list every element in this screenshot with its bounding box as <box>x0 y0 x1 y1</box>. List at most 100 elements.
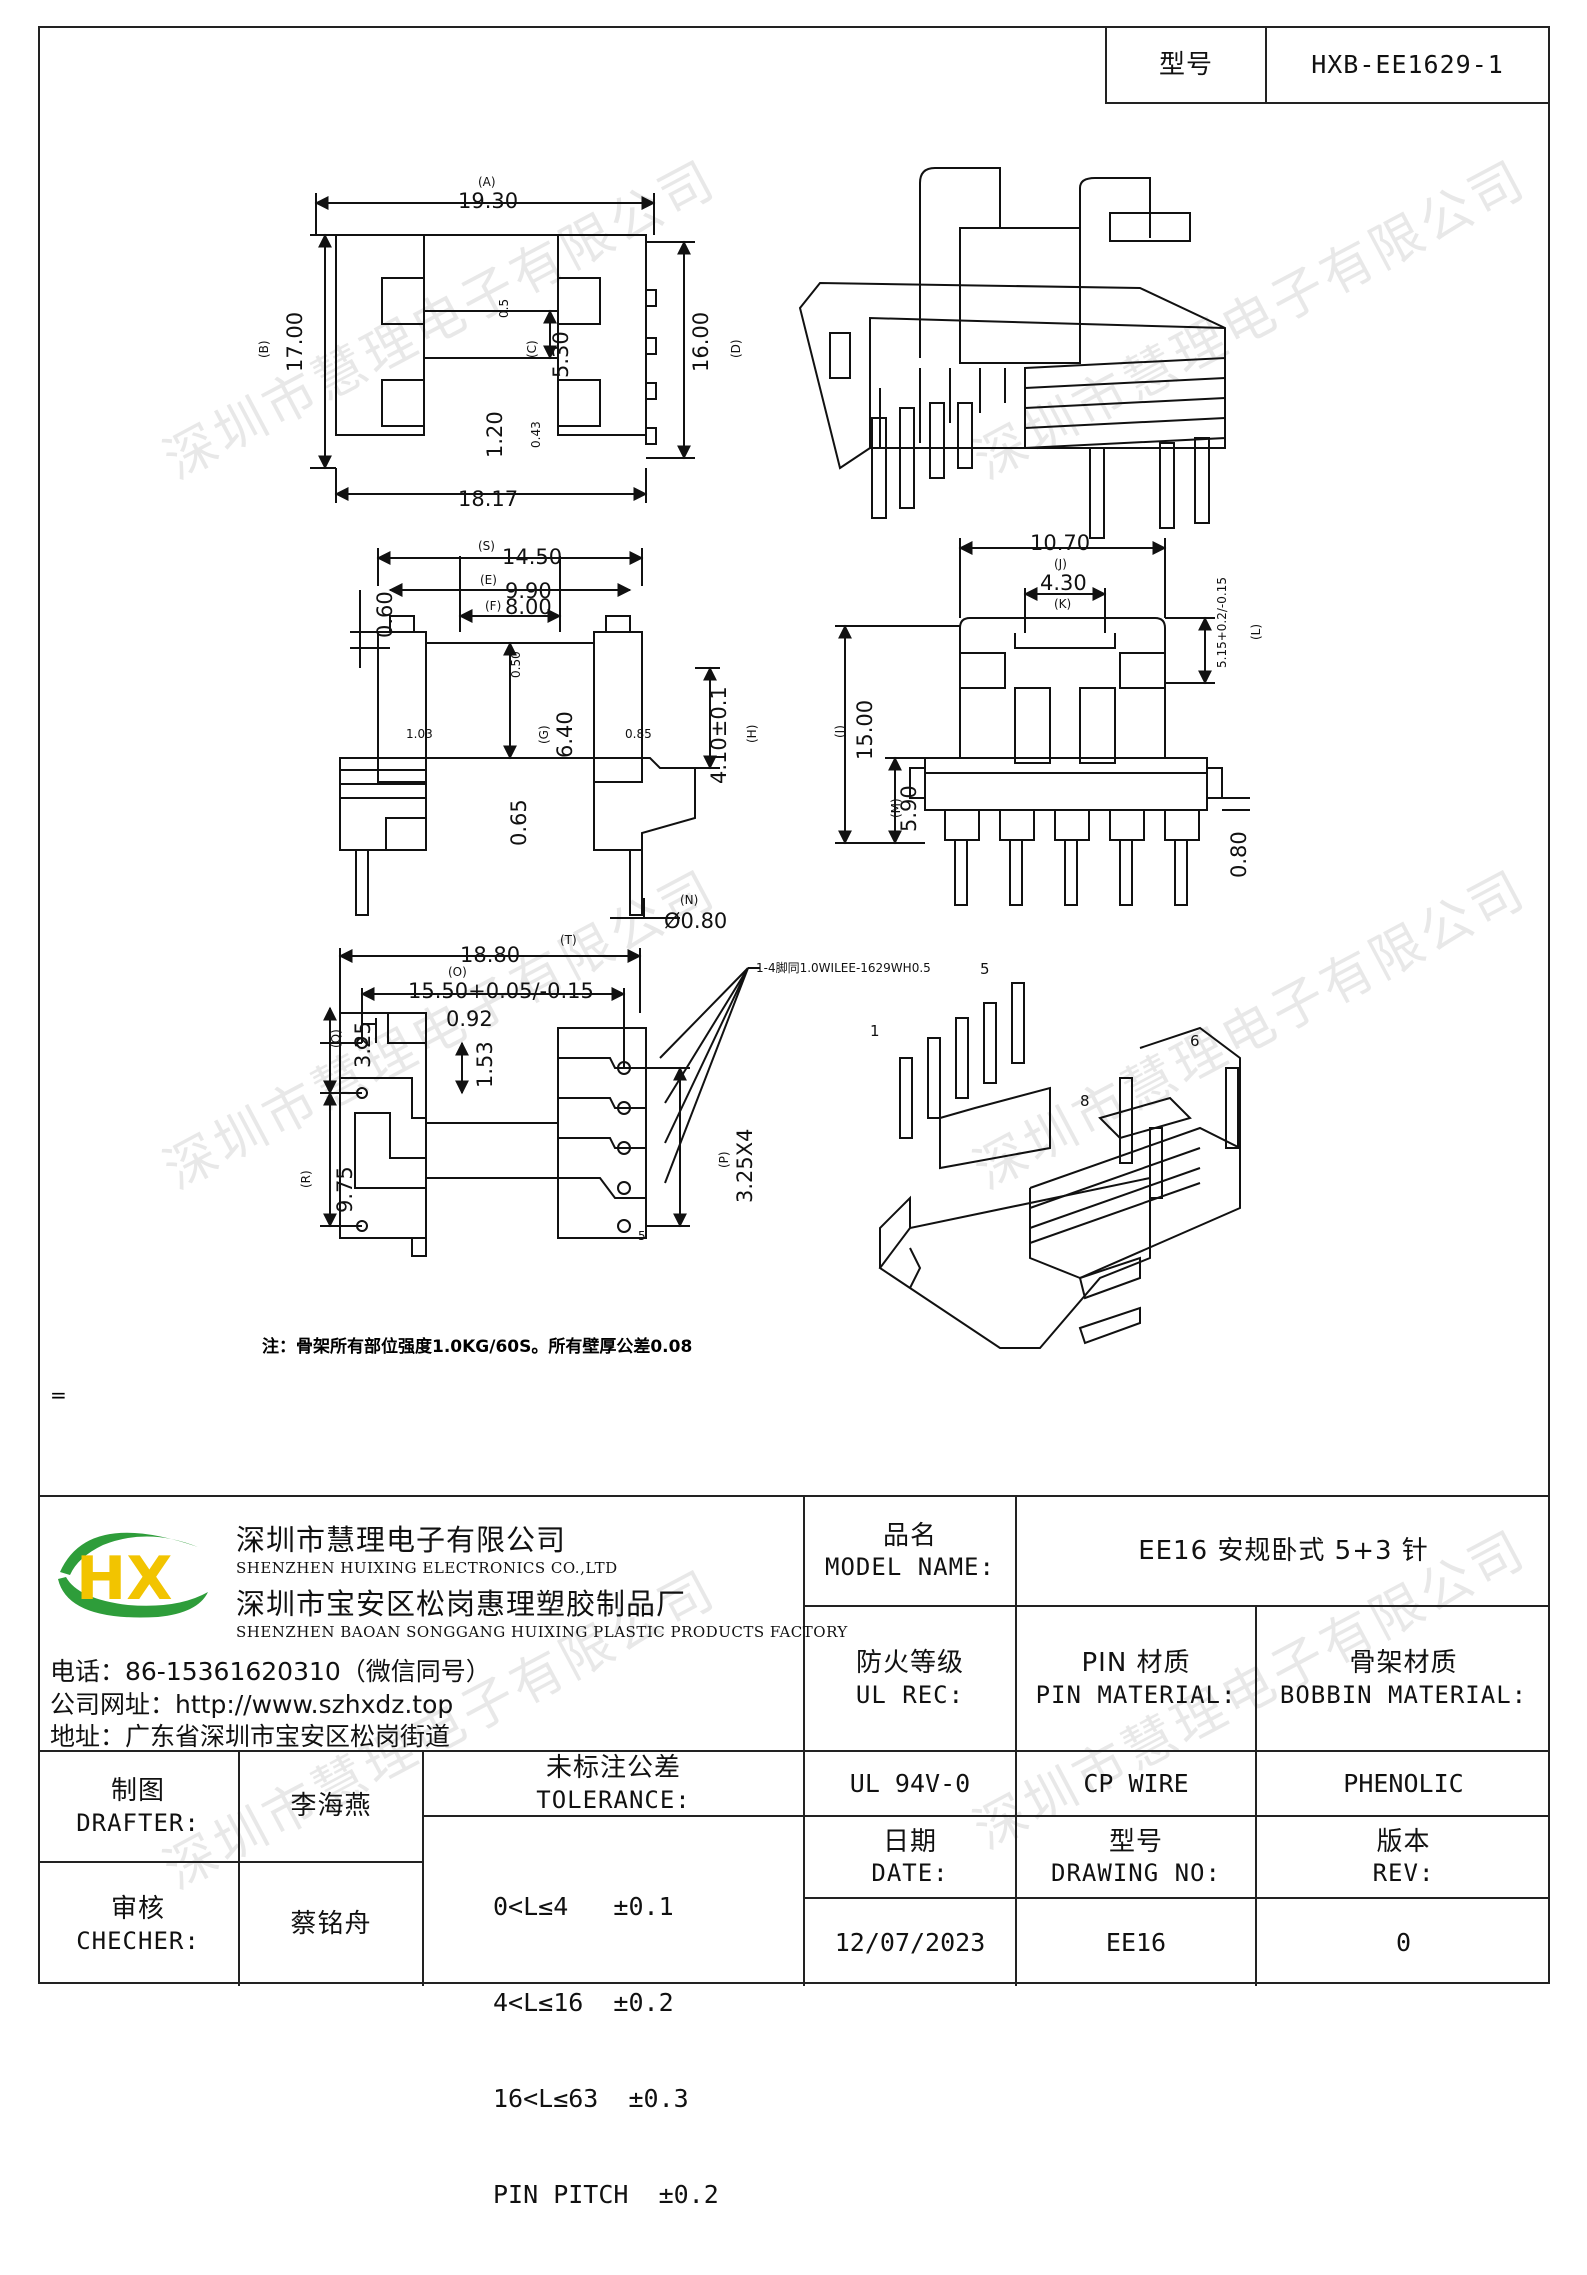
dim-i: 15.00 <box>853 700 877 760</box>
dim-p-tag: (P) <box>717 1151 731 1168</box>
factory-name-en: SHENZHEN BAOAN SONGGANG HUIXING PLASTIC … <box>236 1623 848 1641</box>
dim-j-tag: (J) <box>1054 557 1067 571</box>
dim-r: 9.75 <box>333 1166 357 1213</box>
dim-h: 4.10±0.1 <box>707 686 731 784</box>
dim-j: 10.70 <box>1030 531 1090 555</box>
date-value: 12/07/2023 <box>834 1927 986 1957</box>
tolerance-label: 未标注公差 TOLERANCE: <box>536 1753 691 1814</box>
bottom-view <box>320 948 760 1257</box>
header-model-box: 型号 HXB-EE1629-1 <box>1105 26 1550 104</box>
technical-drawing: (A) 19.30 17.00 (B) 16.00 (D) 18.17 0.5 … <box>50 167 1263 1407</box>
title-block: HX 深圳市慧理电子有限公司 SHENZHEN HUIXING ELECTRON… <box>38 1495 1550 2209</box>
drawing-no-label: 型号 DRAWING NO: <box>1051 1826 1221 1888</box>
dim-a-tag: (A) <box>478 175 496 189</box>
dim-m-tag: (M) <box>889 798 903 818</box>
dim-n: Ø0.80 <box>664 909 727 933</box>
rev-label: 版本 REV: <box>1372 1826 1435 1888</box>
drawing-note: 注：骨架所有部位强度1.0KG/60S。所有壁厚公差0.08 <box>262 1336 692 1357</box>
dim-s-tag: (S) <box>478 539 495 553</box>
dim-t: 18.80 <box>460 943 520 967</box>
pin-label-6: 6 <box>1190 1032 1200 1050</box>
checker-name: 蔡铭舟 <box>290 1909 372 1940</box>
dim-050: 0.50 <box>509 651 523 678</box>
date-label: 日期 DATE: <box>871 1826 949 1888</box>
dim-a: 19.30 <box>458 189 518 213</box>
dim-s: 14.50 <box>502 545 562 569</box>
header-model-value: HXB-EE1629-1 <box>1311 50 1504 80</box>
model-name-label: 品名 MODEL NAME: <box>825 1520 995 1582</box>
dim-c-tag: (C) <box>525 340 539 358</box>
pin-label-1: 1 <box>870 1022 880 1040</box>
bobbin-material-value: PHENOLIC <box>1343 1768 1464 1798</box>
dim-530: 5.30 <box>549 331 573 378</box>
dim-g: 6.40 <box>553 711 577 758</box>
tolerance-line: PIN PITCH ±0.2 <box>493 2180 719 2209</box>
callout-note: 1-4脚同1.0WILEE-1629WH0.5 <box>756 960 931 975</box>
dim-q: 3.25 <box>351 1021 375 1068</box>
dim-f: 8.00 <box>505 595 552 619</box>
dim-065: 0.65 <box>507 799 531 846</box>
top-view <box>310 193 695 503</box>
bobbin-material-label: 骨架材质 BOBBIN MATERIAL: <box>1279 1648 1528 1709</box>
dimension-labels: (A) 19.30 17.00 (B) 16.00 (D) 18.17 0.5 … <box>257 175 1263 1243</box>
dim-t-tag: (T) <box>560 933 577 947</box>
pin-material-value: CP WIRE <box>1083 1768 1189 1798</box>
dim-05: 0.5 <box>497 299 511 318</box>
dim-h-tag: (H) <box>745 725 759 743</box>
dim-043: 0.43 <box>529 421 543 448</box>
isometric-view-top <box>798 167 1226 539</box>
header-model-label: 型号 <box>1158 49 1213 80</box>
pin-label-5-bottom: 5 <box>638 1229 646 1243</box>
side-view <box>835 538 1250 906</box>
factory-name-cn: 深圳市宝安区松岗惠理塑胶制品厂 <box>236 1587 687 1621</box>
drafter-label: 制图 DRAFTER: <box>76 1776 200 1837</box>
dim-k: 4.30 <box>1040 571 1087 595</box>
pin-material-label: PIN 材质 PIN MATERIAL: <box>1035 1648 1237 1709</box>
pin-label-5: 5 <box>980 960 990 978</box>
dim-e-tag: (E) <box>480 573 497 587</box>
company-name-cn: 深圳市慧理电子有限公司 <box>236 1523 567 1557</box>
dim-d-tag: (D) <box>729 339 743 358</box>
tolerance-line: 16<L≤63 ±0.3 <box>493 2084 689 2113</box>
dim-b: 17.00 <box>283 312 307 372</box>
pin-label-8: 8 <box>1080 1092 1090 1110</box>
dim-i-tag: (I) <box>833 725 847 738</box>
dim-120: 1.20 <box>483 411 507 458</box>
dim-n-tag: (N) <box>680 893 698 907</box>
dim-l-tag: (L) <box>1249 624 1263 640</box>
dim-d: 16.00 <box>689 312 713 372</box>
dim-o-tag: (O) <box>448 965 467 979</box>
dim-g-tag: (G) <box>537 725 551 744</box>
dim-r-tag: (R) <box>299 1170 313 1188</box>
company-address: 地址：广东省深圳市宝安区松岗街道 <box>50 1722 451 1751</box>
dim-bottom: 18.17 <box>458 487 518 511</box>
dim-b-tag: (B) <box>257 340 271 358</box>
dim-080: 0.80 <box>1227 831 1251 878</box>
rev-value: 0 <box>1395 1927 1412 1957</box>
dim-092: 0.92 <box>446 1007 493 1031</box>
dim-p: 3.25X4 <box>733 1128 757 1203</box>
dim-103: 1.03 <box>406 727 433 741</box>
model-name-value: EE16 安规卧式 5+3 针 <box>1138 1535 1429 1566</box>
dim-q-tag: (Q) <box>329 1029 343 1048</box>
tolerance-list: 0<L≤4 ±0.1 4<L≤16 ±0.2 16<L≤63 ±0.3 PIN … <box>493 1827 793 2275</box>
company-website: 公司网址：http://www.szhxdz.top <box>50 1690 454 1719</box>
tolerance-line: 4<L≤16 ±0.2 <box>493 1988 674 2017</box>
drafter-name: 李海燕 <box>290 1791 372 1822</box>
ul-rec-label: 防火等级 UL REC: <box>855 1648 965 1709</box>
ul-rec-value: UL 94V-0 <box>849 1768 971 1798</box>
checker-label: 审核 CHECHER: <box>76 1894 200 1955</box>
front-view <box>339 548 720 919</box>
dim-k-tag: (K) <box>1054 597 1071 611</box>
dim-085: 0.85 <box>625 727 652 741</box>
drawing-no-value: EE16 <box>1105 1927 1167 1957</box>
logo-text: HX <box>76 1544 172 1614</box>
drawing-sheet: 型号 HXB-EE1629-1 深圳市慧理电子有限公司 深圳市慧理电子有限公司 … <box>38 26 1550 2209</box>
company-name-en: SHENZHEN HUIXING ELECTRONICS CO.,LTD <box>236 1559 618 1577</box>
dim-060: 0.60 <box>373 591 397 638</box>
dim-l: 5.15+0.2/-0.15 <box>1215 577 1229 668</box>
stray-mark: = <box>50 1383 67 1407</box>
company-phone: 电话：86-15361620310（微信同号） <box>50 1657 491 1686</box>
dim-153: 1.53 <box>473 1041 497 1088</box>
dim-m: 5.90 <box>897 785 921 832</box>
